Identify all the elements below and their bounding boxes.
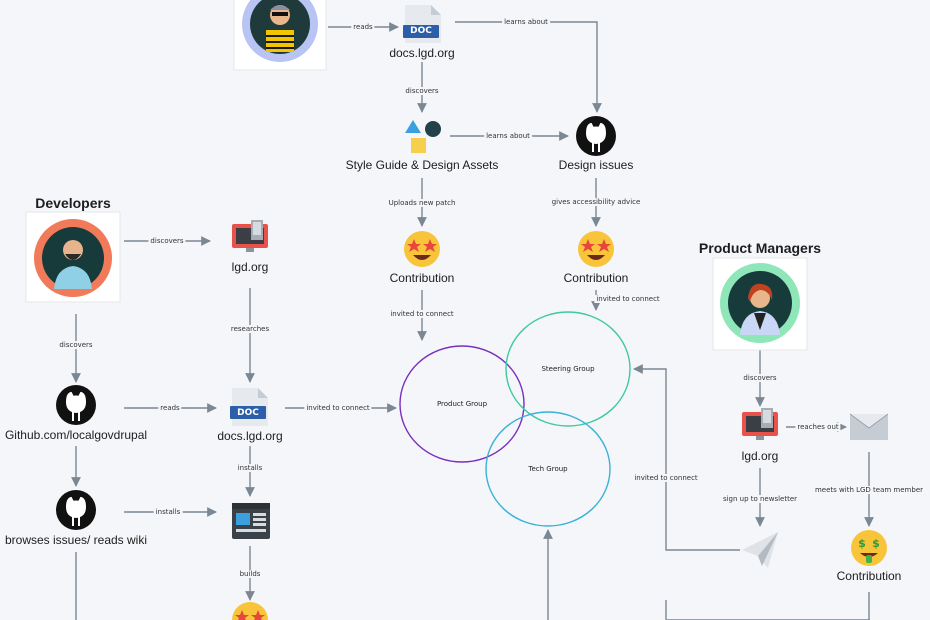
product-group-label: Product Group	[436, 400, 488, 408]
contribution-issues-label: Contribution	[563, 271, 629, 285]
developers-title: Developers	[35, 195, 111, 211]
tech-group-circle	[485, 411, 611, 527]
money-mouth-emoji-icon: $ $	[851, 530, 887, 566]
edge-label-pm-invited: invited to connect	[632, 474, 700, 482]
edge-label-researches: researches	[228, 325, 272, 333]
edge-bottom-right	[665, 600, 870, 620]
docs-top-label[interactable]: docs.lgd.org	[389, 46, 455, 60]
edge-label-reads-top: reads	[351, 23, 375, 31]
edge-label-uploads: Uploads new patch	[386, 199, 458, 207]
github-icon-browse	[56, 490, 96, 530]
shapes-icon	[405, 120, 441, 153]
monitor-icon-pm	[742, 408, 778, 440]
style-guide-label[interactable]: Style Guide & Design Assets	[345, 158, 499, 172]
monitor-icon-dev	[232, 220, 268, 252]
github-icon-design	[576, 116, 616, 156]
svg-text:$: $	[872, 537, 880, 550]
doc-icon-top	[403, 5, 441, 43]
edge-label-dev-discovers: discovers	[148, 237, 186, 245]
steering-group-circle	[505, 311, 631, 427]
edge-label-signup: sign up to newsletter	[720, 495, 800, 503]
edge-learns-about-top	[455, 21, 602, 113]
product-manager-avatar	[712, 257, 808, 351]
github-label[interactable]: Github.com/localgovdrupal	[4, 428, 148, 442]
paper-plane-icon	[742, 532, 778, 568]
browser-window-icon	[232, 503, 270, 539]
star-struck-emoji-icon-dev	[232, 602, 268, 620]
envelope-icon	[849, 413, 889, 440]
edge-label-invited-right: invited to connect	[594, 295, 662, 303]
edge-label-dev-invited: invited to connect	[304, 404, 372, 412]
svg-text:$: $	[858, 537, 866, 550]
edge-label-invited-left: invited to connect	[388, 310, 456, 318]
doc-badge-top: DOC	[410, 26, 432, 36]
edge-label-pm-discovers: discovers	[741, 374, 779, 382]
steering-group-label: Steering Group	[541, 365, 595, 373]
edge-label-installs-down: installs	[235, 464, 265, 472]
edge-label-dev-reads: reads	[158, 404, 182, 412]
lgd-org-dev-label[interactable]: lgd.org	[231, 260, 269, 274]
edge-label-builds: builds	[237, 570, 263, 578]
docs-dev-label[interactable]: docs.lgd.org	[217, 429, 283, 443]
github-icon-dev	[56, 385, 96, 425]
tech-group-label: Tech Group	[528, 465, 568, 473]
design-issues-label[interactable]: Design issues	[558, 158, 634, 172]
doc-icon-dev	[230, 388, 268, 426]
edge-label-discovers-top: discovers	[403, 87, 441, 95]
product-group-circle	[399, 345, 525, 463]
browses-label[interactable]: browses issues/ reads wiki	[4, 533, 148, 547]
edge-label-learns-about-mid: learns about	[484, 132, 532, 140]
star-struck-emoji-icon-issues	[578, 231, 614, 267]
product-managers-title: Product Managers	[698, 240, 822, 256]
star-struck-emoji-icon-design	[404, 231, 440, 267]
edge-pm-invited	[633, 364, 740, 551]
edge-label-dev-discovers-down: discovers	[57, 341, 95, 349]
edge-label-reaches-out: reaches out	[795, 423, 841, 431]
contribution-pm-label: Contribution	[836, 569, 902, 583]
edge-label-gives-advice: gives accessibility advice	[549, 198, 643, 206]
lgd-org-pm-label[interactable]: lgd.org	[741, 449, 779, 463]
doc-badge-dev: DOC	[237, 408, 259, 418]
edge-label-meets: meets with LGD team member	[812, 486, 926, 494]
designer-avatar	[233, 0, 327, 71]
edge-label-installs-right: installs	[153, 508, 183, 516]
contribution-design-label: Contribution	[389, 271, 455, 285]
edge-label-learns-about-top: learns about	[502, 18, 550, 26]
developer-avatar	[25, 211, 121, 303]
